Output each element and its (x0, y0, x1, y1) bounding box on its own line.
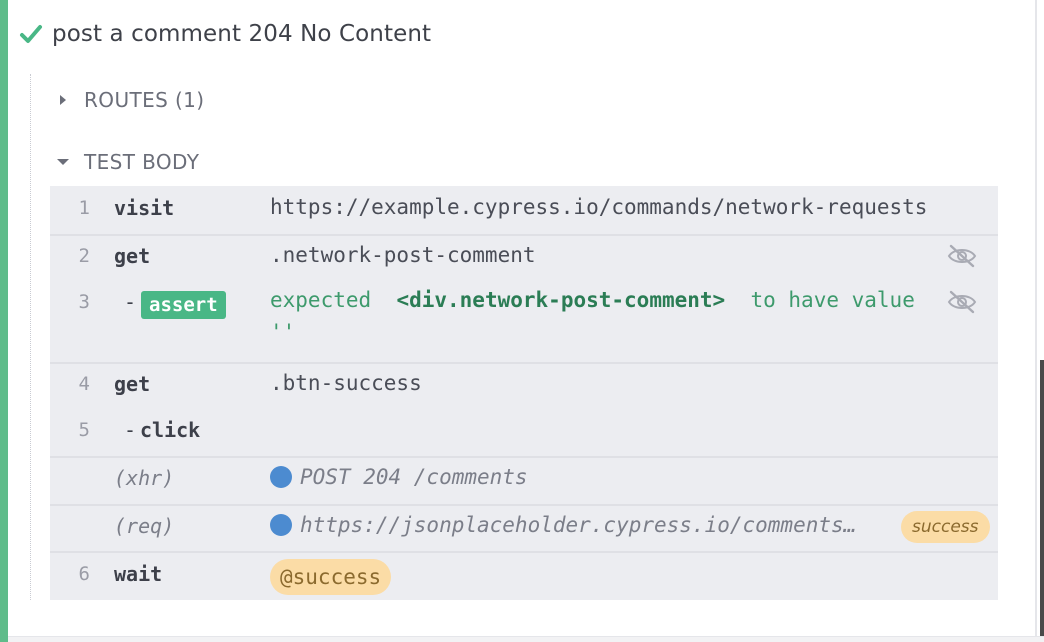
row-divider (50, 456, 998, 458)
assert-badge: assert (141, 291, 226, 319)
test-body-label: TEST BODY (84, 150, 200, 174)
row-divider (50, 551, 998, 553)
command-name: get (114, 244, 151, 268)
command-message: .btn-success (270, 371, 422, 395)
eye-slash-icon[interactable] (946, 289, 978, 315)
assert-subject: <div.network-post-comment> (396, 288, 726, 312)
command-name: click (140, 418, 201, 442)
xhr-message: POST 204 /comments (270, 465, 528, 489)
command-name: wait (114, 562, 163, 586)
panel-border (1035, 0, 1037, 642)
row-divider (50, 362, 998, 364)
command-name: visit (114, 196, 175, 220)
child-dash: - (124, 418, 137, 442)
command-message: https://example.cypress.io/commands/netw… (270, 195, 928, 219)
caret-right-icon (60, 95, 66, 105)
row-divider (50, 234, 998, 236)
test-state-bar (0, 0, 8, 642)
assert-expected: expected (270, 288, 372, 312)
hook-divider (30, 74, 31, 600)
req-message: https://jsonplaceholder.cypress.io/comme… (270, 513, 856, 537)
routes-label: ROUTES (1) (84, 88, 205, 112)
row-divider (50, 504, 998, 506)
wait-alias-badge: @success (270, 559, 392, 595)
test-body-header[interactable]: TEST BODY (56, 150, 199, 174)
test-title: post a comment 204 No Content (52, 21, 432, 47)
test-title-row[interactable]: post a comment 204 No Content (18, 14, 431, 54)
xhr-status-dot-icon (270, 466, 292, 488)
alias-badge: success (901, 511, 990, 543)
command-number: 4 (78, 373, 90, 395)
command-number: 2 (78, 245, 90, 267)
child-dash: - (124, 290, 137, 314)
command-number: 5 (78, 419, 90, 441)
command-message: .network-post-comment (270, 243, 536, 267)
command-number: 1 (78, 197, 90, 219)
caret-down-icon (57, 159, 69, 165)
eye-slash-icon[interactable] (946, 243, 978, 269)
req-status-dot-icon (270, 514, 292, 536)
assert-predicate: to have value (750, 288, 915, 312)
command-name: get (114, 372, 151, 396)
command-message: https://jsonplaceholder.cypress.io/comme… (300, 513, 857, 537)
check-icon (20, 25, 42, 43)
command-name: (xhr) (114, 466, 175, 490)
assert-value: '' (270, 320, 296, 344)
command-number: 3 (78, 291, 90, 313)
scrollbar[interactable] (1040, 360, 1044, 642)
assert-message: expected <div.network-post-comment> to h… (270, 288, 915, 312)
command-name: (req) (114, 514, 175, 538)
command-log (50, 186, 998, 600)
routes-header[interactable]: ROUTES (1) (56, 88, 205, 112)
command-message: POST 204 /comments (300, 465, 528, 489)
panel-bottom-border (8, 636, 1044, 642)
command-number: 6 (78, 563, 90, 585)
